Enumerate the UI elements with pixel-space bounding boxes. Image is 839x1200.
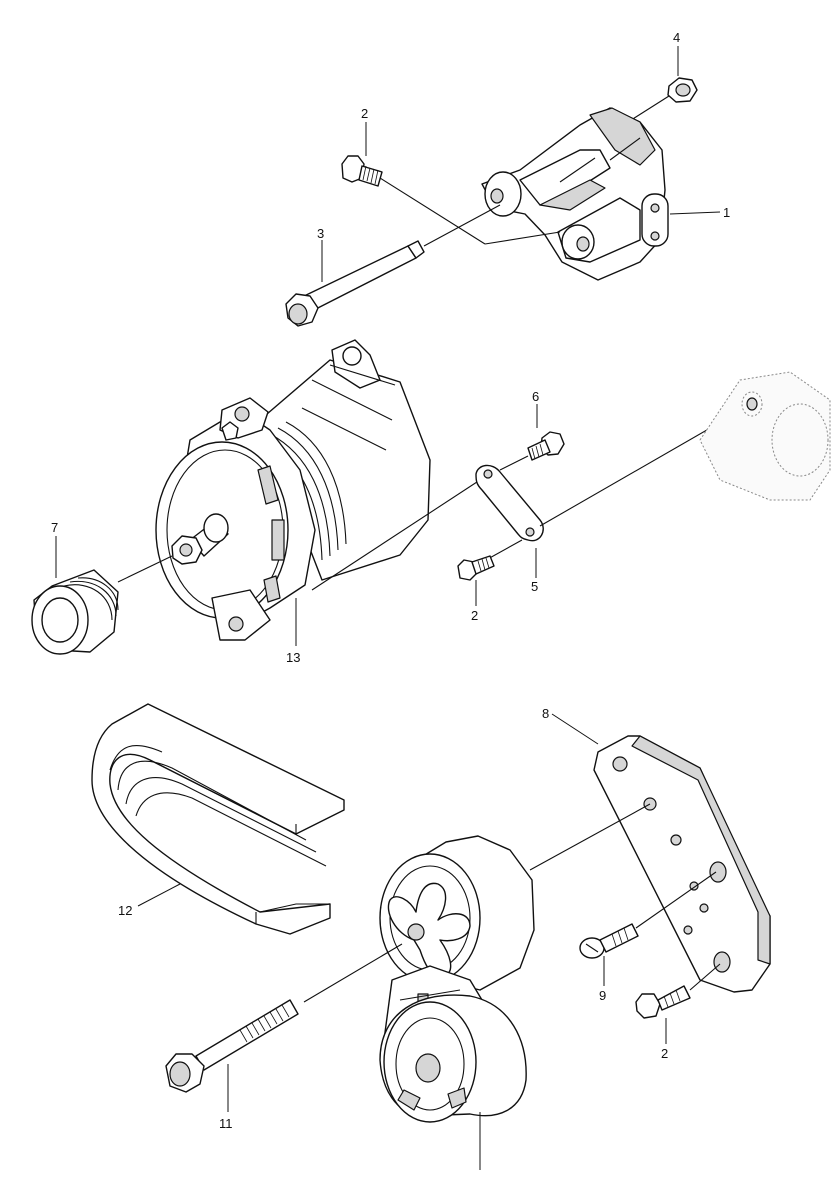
callout-6: 6 <box>532 389 539 404</box>
callout-4: 4 <box>673 30 680 45</box>
part-1-bracket[interactable] <box>481 107 669 281</box>
callout-8: 8 <box>542 706 549 721</box>
part-3-long-pin[interactable] <box>285 204 501 327</box>
part-6-bolt[interactable] <box>499 404 565 471</box>
tensioner-star-icon <box>387 882 471 977</box>
belt-tensioner-assembly[interactable] <box>303 835 535 1170</box>
part-2-bolt-top[interactable] <box>341 155 561 245</box>
part-2-screw-middle[interactable] <box>457 555 495 606</box>
part-13-alternator[interactable] <box>117 339 481 646</box>
part-7-pulley[interactable] <box>31 536 119 655</box>
engine-mount-point <box>699 371 831 501</box>
callout-1: 1 <box>723 205 730 220</box>
callout-5: 5 <box>531 579 538 594</box>
callout-12: 12 <box>118 903 132 918</box>
part-11-long-bolt[interactable] <box>165 999 299 1112</box>
part-9-screw[interactable] <box>579 871 717 986</box>
part-2-bolt-bottom[interactable] <box>635 963 721 1044</box>
callout-2-middle: 2 <box>471 608 478 623</box>
part-8-mounting-plate[interactable] <box>529 713 771 993</box>
callout-2-bottom: 2 <box>661 1046 668 1061</box>
part-4-nut[interactable] <box>627 77 698 123</box>
callout-7: 7 <box>51 520 58 535</box>
callout-13: 13 <box>286 650 300 665</box>
callout-2-top: 2 <box>361 106 368 121</box>
callout-9: 9 <box>599 988 606 1003</box>
leader-1 <box>669 211 721 215</box>
callout-3: 3 <box>317 226 324 241</box>
callout-11: 11 <box>219 1116 233 1131</box>
part-12-belt[interactable] <box>91 703 345 935</box>
